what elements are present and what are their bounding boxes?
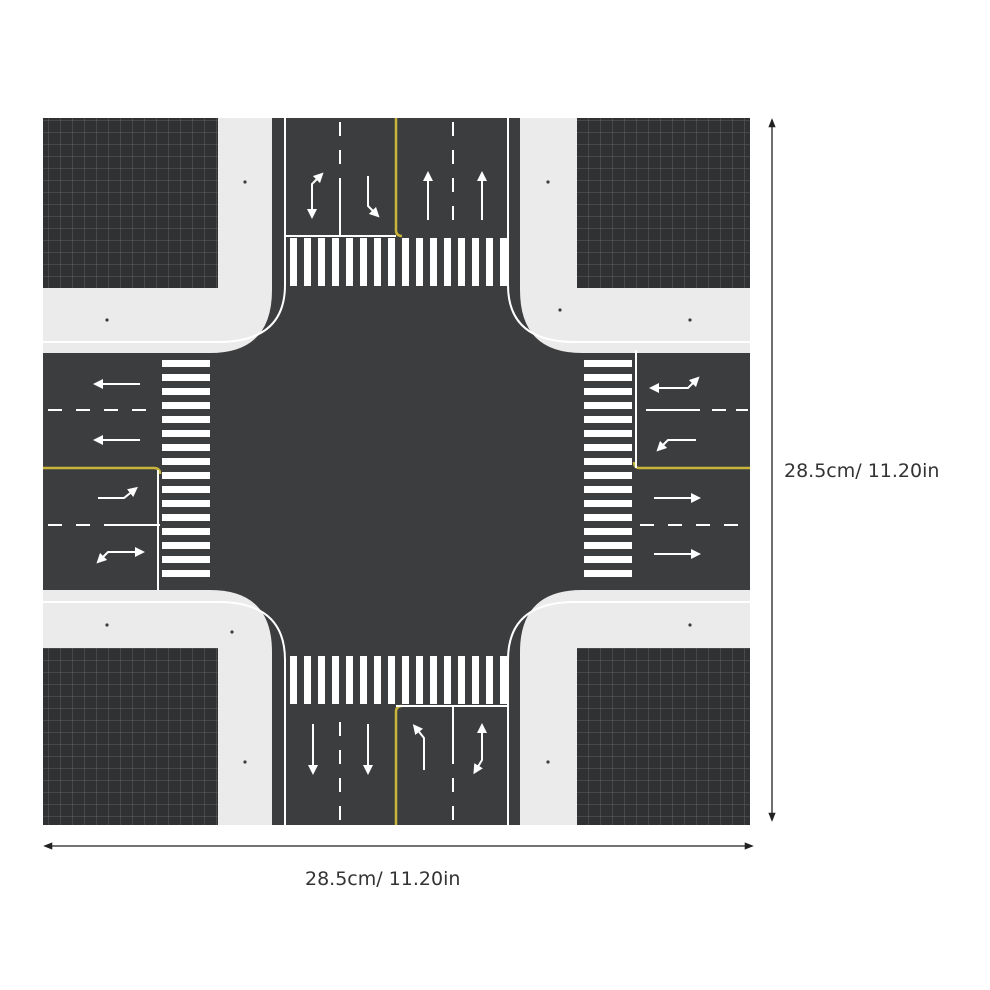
turn-arrow-icon (307, 172, 324, 219)
width-dimension-label: 28.5cm/ 11.20in (305, 868, 461, 890)
dimension-lines (43, 118, 776, 850)
city-blocks (43, 118, 750, 825)
turn-arrow-icon (367, 176, 380, 218)
crosswalk-south (290, 656, 507, 704)
lane-arrows (93, 171, 701, 775)
lane-lines (48, 122, 748, 820)
crosswalk-west (162, 360, 210, 577)
turn-arrow-icon (656, 439, 696, 452)
crosswalk-north (290, 238, 507, 286)
turn-arrow-icon (96, 547, 145, 564)
height-dimension-label: 28.5cm/ 11.20in (784, 460, 940, 482)
crosswalk-east (584, 360, 632, 577)
turn-arrow-icon (98, 486, 138, 499)
curb-lines (43, 118, 750, 825)
turn-arrow-icon (649, 376, 700, 393)
turn-arrow-icon (473, 723, 487, 775)
turn-arrow-icon (412, 724, 425, 770)
sidewalk-dots (105, 180, 692, 764)
